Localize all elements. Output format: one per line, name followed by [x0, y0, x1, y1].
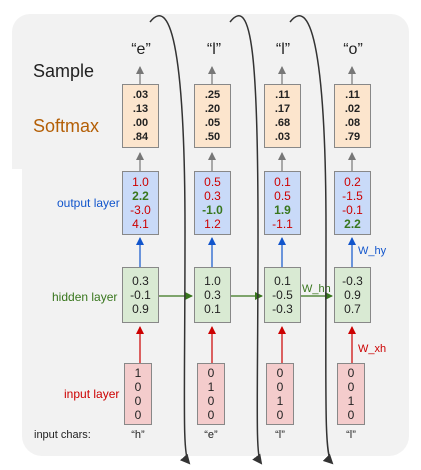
hidden-vector: 0.3 -0.1 0.9	[122, 267, 159, 323]
hidden-vector: 0.1 -0.5 -0.3	[264, 267, 301, 323]
input-vector: 1 0 0 0	[124, 363, 152, 425]
hidden-value: -0.3	[342, 274, 363, 288]
input-vector: 0 0 1 0	[266, 363, 294, 425]
sample-char: “e”	[131, 41, 151, 58]
softmax-label: Softmax	[33, 116, 100, 136]
input-value: 0	[276, 380, 284, 394]
input-value: 1	[134, 366, 142, 380]
hidden-layer-label: hidden layer	[52, 290, 118, 304]
hidden-value: 1.0	[204, 274, 221, 288]
softmax-vector: .11 .17 .68 .03	[264, 84, 301, 148]
input-chars-label: input chars:	[34, 429, 91, 441]
output-value: 0.3	[204, 189, 221, 203]
input-value: 0	[276, 366, 284, 380]
input-layer-label: input layer	[64, 387, 120, 401]
output-value: 1.2	[204, 217, 221, 231]
softmax-value: .02	[344, 103, 361, 115]
sample-char: “o”	[343, 41, 363, 58]
input-value: 0	[347, 366, 355, 380]
output-value: 2.2	[132, 189, 149, 203]
sample-char: “l”	[275, 41, 291, 58]
output-value: -3.0	[130, 203, 151, 217]
input-value: 0	[134, 380, 142, 394]
w-hh-label: W_hh	[302, 283, 331, 295]
softmax-value: .17	[274, 103, 291, 115]
hidden-value: 0.1	[274, 274, 291, 288]
sample-char: “l”	[206, 41, 222, 58]
hidden-value: -0.1	[130, 288, 151, 302]
softmax-value: .03	[132, 89, 149, 101]
output-value: 1.9	[274, 203, 291, 217]
w-xh-label: W_xh	[358, 343, 387, 355]
output-vector: 0.2 -1.5 -0.1 2.2	[334, 171, 371, 235]
output-value: -1.0	[202, 203, 223, 217]
input-vector: 0 0 1 0	[337, 363, 365, 425]
output-value: -0.1	[342, 203, 363, 217]
output-vector: 0.1 0.5 1.9 -1.1	[264, 171, 301, 235]
softmax-value: .20	[204, 103, 221, 115]
output-value: 0.1	[274, 175, 291, 189]
input-value: 0	[207, 394, 215, 408]
output-value: 0.5	[274, 189, 291, 203]
hidden-value: 0.3	[204, 288, 221, 302]
input-value: 1	[207, 380, 215, 394]
hidden-value: 0.7	[344, 302, 361, 316]
softmax-value: .84	[132, 131, 149, 143]
softmax-value: .05	[204, 117, 221, 129]
softmax-value: .79	[344, 131, 361, 143]
hidden-value: 0.1	[204, 302, 221, 316]
softmax-value: .13	[132, 103, 149, 115]
softmax-value: .11	[345, 89, 360, 101]
output-value: -1.1	[272, 217, 293, 231]
input-char: “e”	[204, 429, 218, 441]
hidden-value: -0.5	[272, 288, 293, 302]
input-value: 0	[134, 408, 142, 422]
input-value: 0	[207, 408, 215, 422]
softmax-value: .08	[344, 117, 361, 129]
output-value: -1.5	[342, 189, 363, 203]
feedback-loop-curve	[149, 15, 191, 465]
softmax-value: .68	[274, 117, 291, 129]
input-char: “l”	[275, 429, 285, 441]
input-value: 1	[276, 394, 284, 408]
output-layer-label: output layer	[57, 196, 120, 210]
softmax-value: .50	[204, 131, 221, 143]
hidden-vector: -0.3 0.9 0.7	[334, 267, 371, 323]
softmax-vector: .03 .13 .00 .84	[122, 84, 159, 148]
softmax-vector: .11 .02 .08 .79	[334, 84, 371, 148]
output-value: 2.2	[344, 217, 361, 231]
hidden-value: -0.3	[272, 302, 293, 316]
output-value: 0.2	[344, 175, 361, 189]
w-hy-label: W_hy	[358, 245, 387, 257]
softmax-value: .03	[274, 131, 291, 143]
input-value: 0	[207, 366, 215, 380]
hidden-value: 0.9	[344, 288, 361, 302]
output-value: 4.1	[132, 217, 149, 231]
hidden-value: 0.9	[132, 302, 149, 316]
input-value: 0	[347, 408, 355, 422]
feedback-loop-curve	[289, 15, 334, 465]
output-vector: 0.5 0.3 -1.0 1.2	[194, 171, 231, 235]
input-value: 0	[134, 394, 142, 408]
softmax-vector: .25 .20 .05 .50	[194, 84, 231, 148]
softmax-value: .25	[204, 89, 221, 101]
sample-label: Sample	[33, 61, 95, 81]
input-vector: 0 1 0 0	[197, 363, 225, 425]
feedback-loop-curve	[229, 15, 263, 465]
input-value: 0	[276, 408, 284, 422]
output-value: 0.5	[204, 175, 221, 189]
hidden-vector: 1.0 0.3 0.1	[194, 267, 231, 323]
softmax-value: .11	[275, 89, 290, 101]
output-vector: 1.0 2.2 -3.0 4.1	[122, 171, 159, 235]
softmax-value: .00	[132, 117, 149, 129]
input-char: “h”	[131, 429, 145, 441]
hidden-value: 0.3	[132, 274, 149, 288]
input-value: 0	[347, 380, 355, 394]
input-char: “l”	[346, 429, 356, 441]
output-value: 1.0	[132, 175, 149, 189]
input-value: 1	[347, 394, 355, 408]
